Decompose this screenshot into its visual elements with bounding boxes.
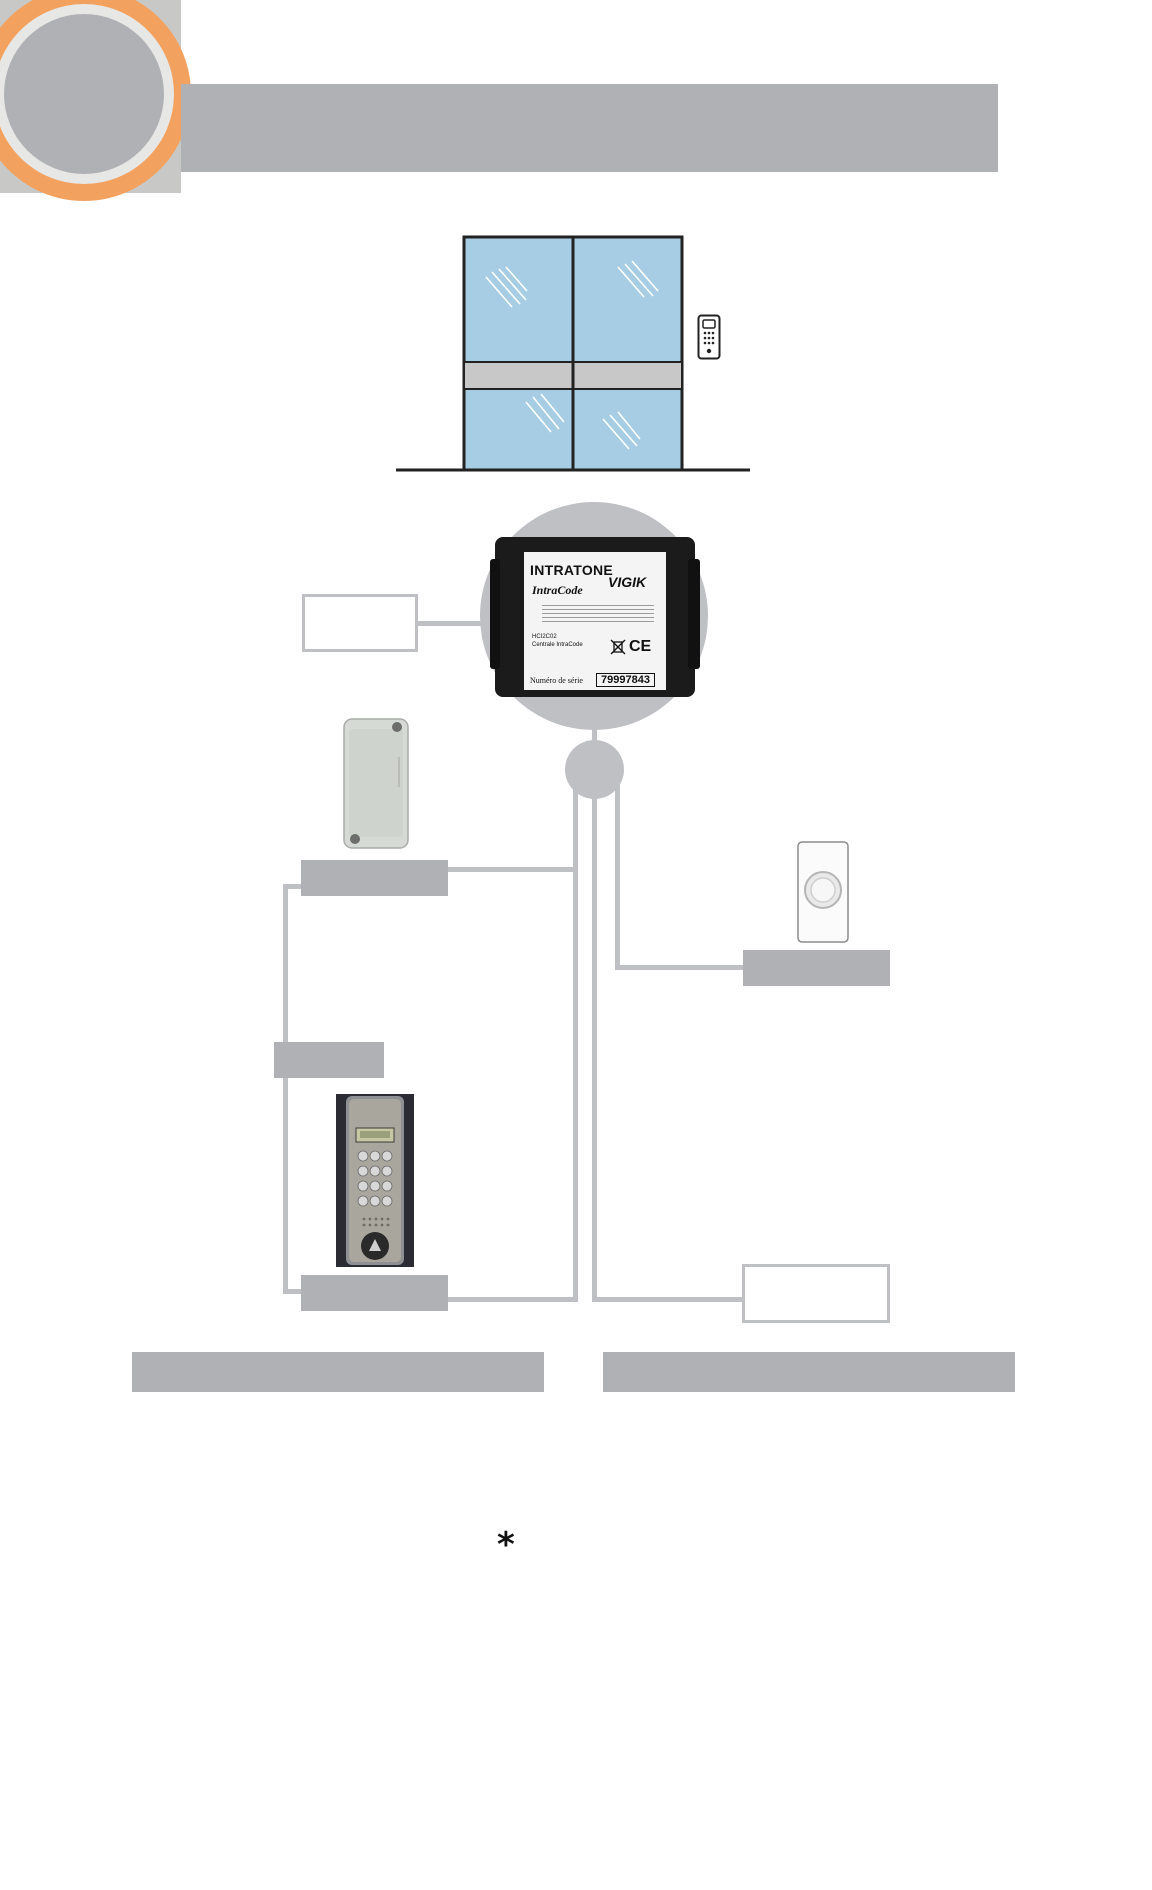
wire-left-loop-vertical — [283, 884, 288, 1294]
header-title-bar — [181, 84, 998, 172]
central-unit-side-tab-left — [490, 559, 500, 669]
ce-mark: CE — [629, 638, 652, 655]
wire-to-digicode — [446, 1297, 576, 1302]
serial-number: 79997843 — [596, 673, 655, 687]
glass-door-icon — [396, 235, 750, 472]
wire-main-center — [592, 782, 597, 1302]
digicode-label-bar — [301, 1275, 448, 1311]
receiver-label-bar — [301, 860, 448, 896]
bottom-caption-box — [742, 1264, 890, 1323]
brand-name: INTRATONE — [530, 562, 614, 578]
loop-label-bar — [274, 1042, 384, 1078]
central-unit-label: INTRATONE IntraCode VIGIK HCI2C02 Centra… — [524, 552, 666, 690]
wall-keypad-icon — [697, 314, 721, 360]
label-ref: HCI2C02 — [532, 634, 557, 640]
unit-name: Centrale IntraCode — [532, 642, 583, 648]
radio-receiver-icon — [343, 718, 409, 849]
section-header-left — [132, 1352, 544, 1392]
wiring-hub — [565, 740, 624, 799]
wire-to-receiver — [446, 867, 576, 872]
central-unit-caption-box — [302, 594, 418, 652]
serial-caption: Numéro de série — [530, 676, 583, 685]
wire-to-bottom-box — [592, 1297, 745, 1302]
pushbutton-label-bar — [743, 950, 890, 986]
certification-logo: VIGIK — [608, 574, 647, 590]
central-unit-device: INTRATONE IntraCode VIGIK HCI2C02 Centra… — [490, 537, 700, 697]
digicode-panel-icon — [336, 1094, 414, 1267]
wire-left-loop-top — [283, 884, 303, 889]
wire-left-loop-bottom — [283, 1289, 303, 1294]
wire-left-box — [415, 621, 485, 626]
wire-main-left — [573, 782, 578, 1302]
circle-badge-icon — [0, 0, 191, 201]
wire-main-right — [615, 782, 620, 970]
wire-hub-stem — [592, 726, 597, 746]
wire-to-pushbutton — [615, 965, 745, 970]
label-small-print — [542, 602, 654, 624]
section-header-right — [603, 1352, 1015, 1392]
model-name: IntraCode — [532, 583, 583, 597]
footnote-marker: * — [497, 1525, 515, 1565]
weee-bin-icon — [610, 639, 626, 655]
push-button-icon — [797, 841, 849, 943]
central-unit-side-tab-right — [688, 559, 700, 669]
